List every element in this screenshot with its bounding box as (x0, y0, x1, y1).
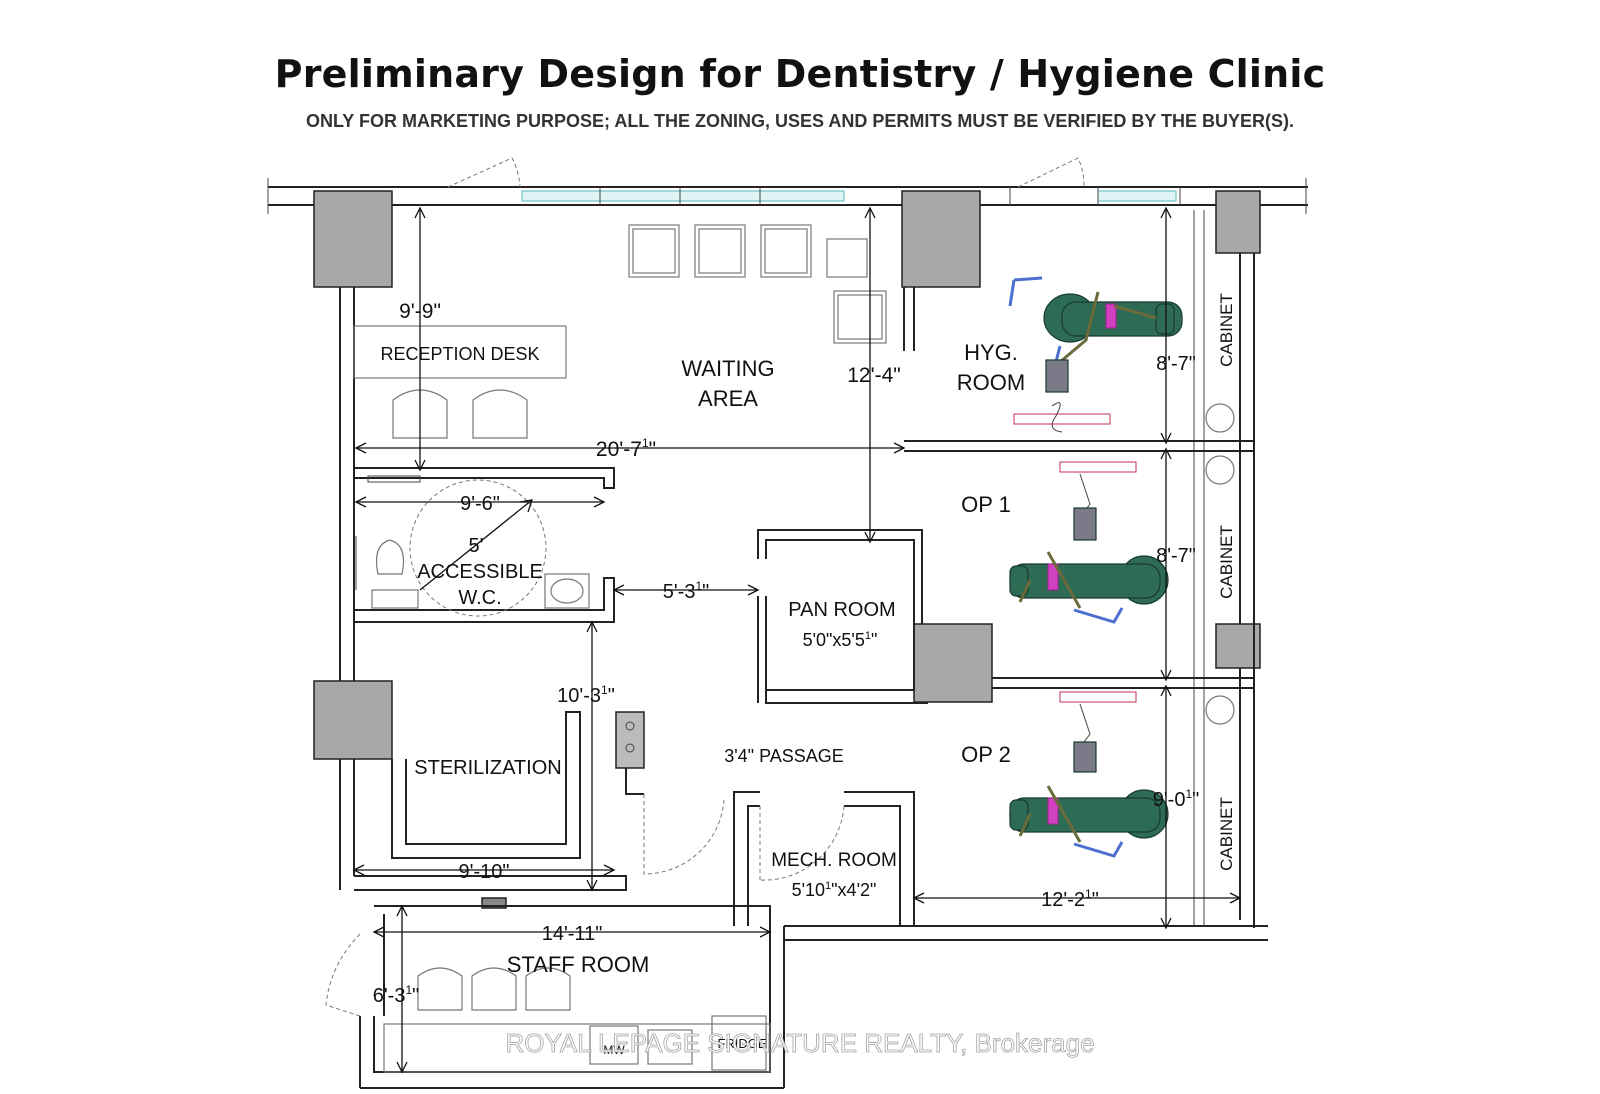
dim-reception-height: 9'-9" (399, 300, 441, 323)
cabinet-label: CABINET (1217, 797, 1236, 871)
op2-label: OP 2 (961, 742, 1011, 767)
dim-wc-turn: 5' (469, 535, 484, 557)
mech-door-swing (759, 805, 845, 881)
pan-room-size: 5'0"x5'51" (803, 630, 878, 650)
dim-waiting-height: 12'-4" (847, 364, 901, 387)
dental-chair-op2 (1009, 691, 1169, 858)
hyg-room-label: HYG. (964, 340, 1018, 365)
structural-column (1215, 623, 1261, 669)
waiting-label: AREA (698, 386, 758, 411)
exterior-top-wall (267, 157, 1308, 214)
wc-label: ACCESSIBLE (417, 561, 543, 583)
sink (647, 1029, 693, 1065)
staff-door-swing (325, 933, 361, 1017)
structural-column (901, 190, 981, 288)
side-table (826, 238, 868, 278)
operatory-partitions (903, 287, 1254, 689)
window-glazing (521, 190, 845, 202)
cabinet-label: CABINET (1217, 525, 1236, 599)
structural-column (313, 190, 393, 288)
wc-walls (354, 467, 615, 623)
exterior-door-swing (447, 157, 521, 188)
vent (481, 897, 507, 909)
mech-room-walls (733, 791, 915, 926)
chair (392, 389, 448, 439)
dental-chair-hyg (1008, 276, 1183, 433)
dimension-lines (352, 206, 1242, 1074)
structural-column (913, 623, 993, 703)
dim-staff-height: 6'-31" (373, 983, 420, 1007)
cabinet-label: CABINET (1217, 293, 1236, 367)
microwave (589, 1025, 639, 1065)
structural-column (313, 680, 393, 760)
toilet-tank (371, 589, 419, 609)
dim-staff-width: 14'-11" (542, 923, 603, 945)
counter (383, 1023, 771, 1073)
cabinet-strip (1193, 210, 1235, 926)
sterilization-walls (354, 711, 725, 909)
sink-unit (615, 711, 645, 769)
staff-room-walls (325, 905, 771, 1073)
passage-door-swing (643, 794, 725, 875)
reception-desk (353, 325, 567, 379)
stool (417, 967, 463, 1011)
waiting-chair (760, 224, 812, 278)
wheelchair-turning-circle (409, 479, 547, 617)
dim-width-main: 20'-71" (596, 436, 656, 461)
waiting-label: WAITING (681, 356, 774, 381)
staff-room-label: STAFF ROOM (507, 952, 650, 977)
mech-room-label: MECH. ROOM (771, 850, 897, 871)
wc-sink (544, 573, 590, 609)
op1-label: OP 1 (961, 492, 1011, 517)
wc-label: W.C. (458, 587, 501, 609)
waiting-chairs (628, 224, 887, 344)
dim-hyg-height: 8'-7" (1156, 353, 1196, 375)
brokerage-watermark: ROYAL LEPAGE SIGNATURE REALTY, Brokerage (505, 1028, 1094, 1058)
reception-desk-label: RECEPTION DESK (380, 344, 539, 364)
dim-op1-height: 8'-7" (1156, 545, 1196, 567)
dental-chair-op1 (1009, 461, 1169, 624)
dim-steril-height: 10'-31" (557, 683, 615, 707)
structural-column (1215, 190, 1261, 254)
dim-wc-width: 9'-6" (460, 493, 500, 515)
stool (525, 967, 571, 1011)
page-subtitle: ONLY FOR MARKETING PURPOSE; ALL THE ZONI… (305, 111, 1295, 131)
dim-op2-height: 9'-01" (1153, 787, 1200, 811)
waiting-chair (833, 290, 887, 344)
page-title: Preliminary Design for Dentistry / Hygie… (274, 52, 1326, 96)
dim-steril-width: 9'-10" (459, 861, 510, 883)
reception-area (353, 325, 567, 439)
dim-op-width: 12'-21" (1041, 887, 1099, 911)
exterior-door-swing (1017, 157, 1085, 188)
waiting-chair (628, 224, 680, 278)
pan-room-walls (757, 529, 928, 704)
stool (471, 967, 517, 1011)
mech-room-size: 5'101"x4'2" (792, 880, 877, 900)
fridge (711, 1015, 767, 1071)
window-glazing (1097, 190, 1177, 202)
fridge-label: FRIDGE (717, 1036, 766, 1051)
hyg-room-label: ROOM (957, 370, 1025, 395)
pan-room-label: PAN ROOM (788, 599, 895, 621)
microwave-label: MW (603, 1043, 625, 1057)
toilet-icon (375, 539, 405, 575)
chair (472, 389, 528, 439)
waiting-chair (694, 224, 746, 278)
passage-label: 3'4" PASSAGE (724, 746, 844, 766)
sterilization-label: STERILIZATION (414, 757, 561, 779)
dim-pan-gap: 5'-31" (663, 579, 710, 603)
